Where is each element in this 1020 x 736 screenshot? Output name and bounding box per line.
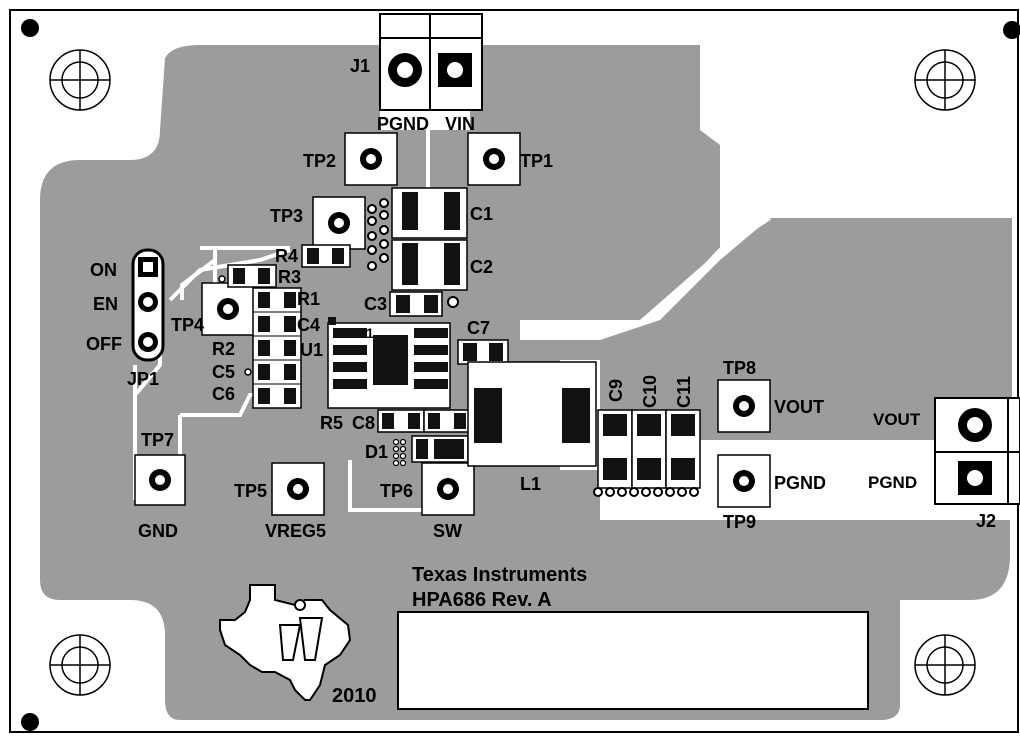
connector-j2[interactable] [934,397,1020,505]
inductor-l1[interactable] [467,361,597,467]
fiducial-icon [21,19,39,37]
resistor-r5[interactable] [423,409,471,433]
test-point-tp7[interactable] [134,454,186,506]
c8-label: C8 [352,413,375,433]
capacitor-c2[interactable] [391,239,468,291]
mounting-hole-icon [914,49,976,111]
jp1-on-label: ON [90,260,117,280]
l1-label: L1 [520,474,541,494]
tp5-label: TP5 [234,481,267,501]
j2-pin1-label: VOUT [873,410,921,429]
ti-logo-lettering: ti [0,0,1,1]
jp1-off-label: OFF [86,334,122,354]
test-point-tp4[interactable] [201,282,255,336]
test-point-tp3[interactable] [312,196,366,250]
copper-pour-vout [600,218,1012,440]
resistor-r2[interactable] [258,340,296,356]
c1-label: C1 [470,204,493,224]
resistor-r4[interactable] [301,244,351,268]
tp4-label: TP4 [171,315,204,335]
ti-logo-icon [219,584,352,701]
jp1-en-label: EN [93,294,118,314]
vout-label: VOUT [774,397,824,417]
c7-label: C7 [467,318,490,338]
diode-d1[interactable] [392,435,469,467]
capacitor-c1[interactable] [391,187,468,239]
capacitor-c7[interactable] [457,339,509,365]
tp1-label: TP1 [520,151,553,171]
r5-label: R5 [320,413,343,433]
test-point-tp1[interactable] [467,132,521,186]
tp6-label: TP6 [380,481,413,501]
capacitor-c6[interactable] [258,388,296,404]
j2-ref-label: J2 [976,511,996,531]
test-point-tp8[interactable] [717,379,771,433]
output-vias [593,487,699,497]
u1-pin1-label: 1 [366,325,374,341]
mounting-hole-icon [914,634,976,696]
j1-pin2-label: VIN [445,114,475,134]
capacitor-c10[interactable] [631,409,667,489]
year-text: 2010 [332,685,377,707]
capacitor-c5[interactable] [244,364,296,380]
test-point-tp9[interactable] [717,454,771,508]
jumper-jp1[interactable] [131,248,165,362]
fiducial-icon [21,713,39,731]
c9-label: C9 [606,379,626,402]
c4-label: C4 [297,315,320,335]
vias [367,198,459,308]
tp2-label: TP2 [303,151,336,171]
tp8-label: TP8 [723,358,756,378]
tp9-label: TP9 [723,512,756,532]
capacitor-c9[interactable] [597,409,633,489]
resistor-r1[interactable] [258,292,296,308]
board-rev-text: HPA686 Rev. A [412,589,552,611]
test-point-tp5[interactable] [271,462,325,516]
capacitor-c8[interactable] [377,409,425,433]
c10-label: C10 [640,375,660,408]
c3-label: C3 [364,294,387,314]
tp3-label: TP3 [270,206,303,226]
j2-pin2-label: PGND [868,473,917,492]
label-area [397,611,869,710]
fiducial-icon [1003,21,1020,39]
r1-label: R1 [297,289,320,309]
r3-label: R3 [278,267,301,287]
j1-pin1-label: PGND [377,114,429,134]
ic-u1[interactable] [327,317,451,409]
test-point-tp2[interactable] [344,132,398,186]
capacitor-c3[interactable] [389,291,443,317]
mounting-hole-icon [49,634,111,696]
jp1-ref-label: JP1 [127,369,159,389]
capacitor-c4[interactable] [258,316,296,332]
connector-j1[interactable] [379,13,483,111]
pgnd-label: PGND [774,473,826,493]
r4-label: R4 [275,246,298,266]
c2-label: C2 [470,257,493,277]
capacitor-c11[interactable] [665,409,701,489]
d1-label: D1 [365,442,388,462]
sw-label: SW [433,521,462,541]
r2-label: R2 [212,339,235,359]
j1-ref-label: J1 [350,56,370,76]
resistor-r3[interactable] [218,264,277,288]
c6-label: C6 [212,384,235,404]
gnd-label: GND [138,521,178,541]
tp7-label: TP7 [141,430,174,450]
c5-label: C5 [212,362,235,382]
u1-label: U1 [300,340,323,360]
vreg5-label: VREG5 [265,521,326,541]
company-text: Texas Instruments [412,564,587,586]
test-point-tp6[interactable] [421,462,475,516]
c11-label: C11 [674,376,694,408]
mounting-hole-icon [49,49,111,111]
